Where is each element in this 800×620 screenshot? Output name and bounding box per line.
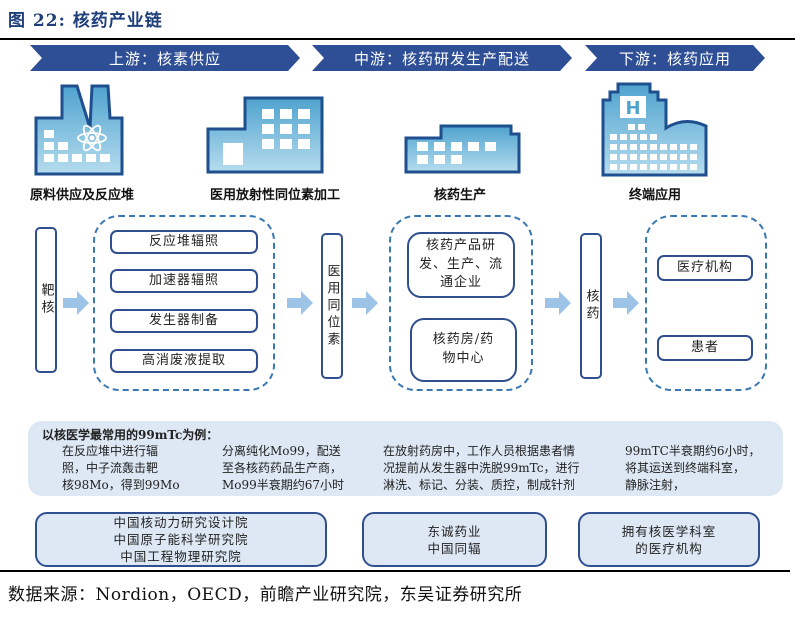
flow-arrow-icon (613, 291, 639, 315)
stage-banner-midstream: 中游：核药研发生产配送 (312, 45, 572, 71)
building-label-end-use: 终端应用 (628, 188, 681, 203)
end-user-patient: 患者 (657, 335, 753, 361)
medical-isotope-box: 医用同位素 (321, 233, 343, 379)
producers-group (389, 215, 533, 391)
example-step-radiopharmacy: 在放射药房中，工作人员根据患者情 况提前从发生器中洗脱99mTc，进行 淋洗、标… (383, 444, 580, 492)
method-reactor-irradiation: 反应堆辐照 (110, 230, 258, 254)
bottom-rule (0, 570, 790, 572)
stage-banner-upstream: 上游：核素供应 (30, 45, 300, 71)
building-label-raw-material: 原料供应及反应堆 (29, 188, 134, 203)
factory-atom-icon (34, 84, 124, 176)
flow-arrow-icon (545, 291, 571, 315)
end-users-group (645, 215, 767, 391)
production-methods-group (93, 215, 275, 391)
office-building-icon (206, 96, 324, 174)
target-nucleus-box: 靶核 (35, 227, 57, 373)
midstream-entities: 东诚药业 中国同辐 (362, 512, 547, 567)
example-panel (28, 421, 783, 496)
downstream-entities: 拥有核医学科室 的医疗机构 (578, 512, 760, 567)
end-user-medical-institution: 医疗机构 (657, 255, 753, 281)
method-accelerator-irradiation: 加速器辐照 (110, 269, 258, 293)
example-step-irradiation: 在反应堆中进行辐 照，中子流轰击靶 核98Mo，得到99Mo (62, 444, 180, 492)
method-waste-extraction: 高消废液提取 (110, 349, 258, 373)
flow-arrow-icon (63, 291, 89, 315)
producer-enterprises: 核药产品研发、生产、流通企业 (407, 232, 515, 298)
data-source: 数据来源：Nordion，OECD，前瞻产业研究院，东吴证券研究所 (8, 585, 523, 605)
svg-text:H: H (625, 98, 640, 119)
method-generator-preparation: 发生器制备 (110, 309, 258, 333)
chevron-banner-icon (585, 45, 765, 71)
chevron-banner-icon (312, 45, 572, 71)
producer-radiopharmacy: 核药房/药物中心 (410, 318, 517, 382)
chevron-banner-icon (30, 45, 300, 71)
top-rule (0, 38, 795, 40)
example-step-separation: 分离纯化Mo99，配送 至各核药药品生产商， Mo99半衰期约67小时 (222, 444, 345, 492)
upstream-entities: 中国核动力研究设计院 中国原子能科学研究院 中国工程物理研究院 (35, 512, 327, 567)
flow-arrow-icon (352, 291, 378, 315)
example-step-injection: 99mTC半衰期约6小时， 将其运送到终端科室， 静脉注射， (625, 444, 761, 492)
stage-banner-downstream: 下游：核药应用 (585, 45, 765, 71)
flow-arrow-icon (287, 291, 313, 315)
nuclear-drug-box: 核药 (580, 233, 602, 379)
hospital-icon: H (601, 82, 708, 177)
stage-label-upstream: 上游：核素供应 (108, 49, 221, 68)
figure-title: 图 22: 核药产业链 (8, 11, 163, 31)
plant-building-icon (404, 124, 521, 174)
stage-label-midstream: 中游：核药研发生产配送 (353, 49, 530, 68)
building-label-isotope-processing: 医用放射性同位素加工 (209, 188, 340, 203)
building-label-drug-production: 核药生产 (433, 188, 486, 203)
stage-label-downstream: 下游：核药应用 (618, 49, 731, 68)
example-heading: 以核医学最常用的99mTc为例： (42, 428, 219, 442)
